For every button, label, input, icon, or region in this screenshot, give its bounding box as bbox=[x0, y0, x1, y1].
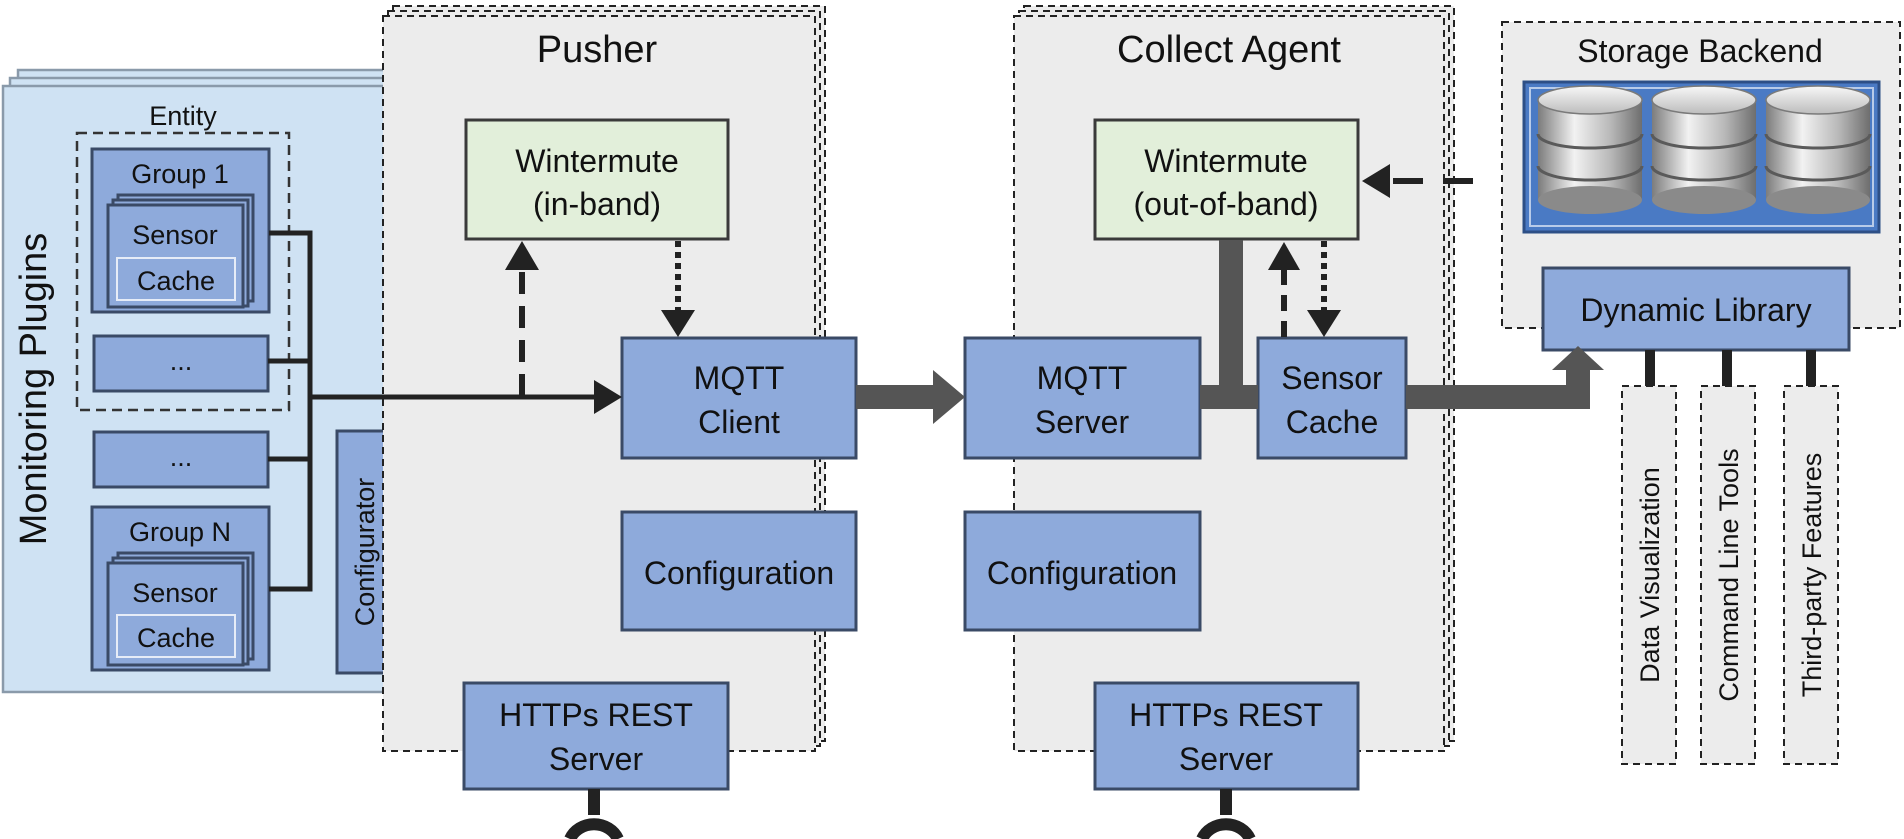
pusher-rest-socket-icon bbox=[564, 789, 624, 839]
collect-rest-line1: HTTPs REST bbox=[1129, 697, 1323, 733]
arrow-bus-to-wintermute-in-band bbox=[505, 241, 539, 396]
dynamic-library-label: Dynamic Library bbox=[1580, 292, 1811, 328]
consumer-connectors bbox=[1645, 350, 1816, 386]
plugins-ellipsis-text: ... bbox=[170, 442, 193, 472]
wintermute-in-band-box bbox=[464, 118, 730, 241]
database-icon-3 bbox=[1764, 85, 1872, 214]
database-icon-2 bbox=[1650, 85, 1758, 214]
collect-sensor-cache-box bbox=[1256, 336, 1408, 460]
pusher-rest-line1: HTTPs REST bbox=[499, 697, 693, 733]
collect-rest-line2: Server bbox=[1179, 741, 1274, 777]
mqtt-client-box bbox=[620, 336, 858, 460]
storage-backend-title: Storage Backend bbox=[1577, 33, 1823, 69]
collect-agent-panel: Collect Agent Wintermute (out-of-band) M… bbox=[963, 5, 1455, 839]
consumer-data-visualization-box bbox=[1621, 385, 1677, 765]
consumer-data-visualization-label: Data Visualization bbox=[1635, 467, 1665, 683]
mqtt-server-box bbox=[963, 336, 1202, 460]
arrow-storage-to-wintermute-out-of-band bbox=[1362, 164, 1473, 198]
mqtt-client-line2: Client bbox=[698, 404, 780, 440]
mqtt-client-line1: MQTT bbox=[694, 360, 785, 396]
plugins-ellipsis-box bbox=[92, 430, 270, 489]
configurator-label: Configurator bbox=[350, 478, 380, 627]
wintermute-out-of-band-line2: (out-of-band) bbox=[1134, 186, 1319, 222]
collect-rest-socket-icon bbox=[1196, 789, 1256, 839]
group-n-cache-label: Cache bbox=[137, 623, 215, 653]
monitoring-plugins-panel: Monitoring Plugins Entity Group 1 Sensor… bbox=[1, 68, 438, 694]
pusher-configuration-box bbox=[620, 510, 858, 632]
pusher-rest-line2: Server bbox=[549, 741, 644, 777]
thick-connector-mqtt-server-to-wintermute bbox=[1200, 240, 1258, 409]
storage-backend-panel: Storage Backend Dynamic Library bbox=[1501, 21, 1901, 765]
database-icon-1 bbox=[1536, 85, 1644, 214]
group-1-cache-label: Cache bbox=[137, 266, 215, 296]
collect-rest-server-box bbox=[1093, 681, 1360, 791]
monitoring-plugins-title: Monitoring Plugins bbox=[13, 233, 55, 546]
arrow-wintermute-out-of-band-to-sensor-cache bbox=[1307, 241, 1341, 337]
arrow-wintermute-in-band-to-mqtt-client bbox=[661, 241, 695, 337]
wintermute-in-band-line2: (in-band) bbox=[533, 186, 661, 222]
entity-ellipsis-text: ... bbox=[170, 346, 193, 376]
collect-sensor-cache-line1: Sensor bbox=[1281, 360, 1383, 396]
arrow-plugins-to-mqtt-client bbox=[310, 380, 622, 414]
wintermute-out-of-band-box bbox=[1093, 118, 1360, 241]
dynamic-library-box bbox=[1541, 266, 1851, 352]
consumer-command-line-tools-box bbox=[1700, 385, 1756, 765]
collect-sensor-cache-line2: Cache bbox=[1286, 404, 1379, 440]
consumer-third-party-features-label: Third-party Features bbox=[1797, 453, 1827, 698]
collect-agent-title: Collect Agent bbox=[1117, 29, 1341, 71]
plugins-bus-lines bbox=[268, 230, 313, 592]
entity-box bbox=[75, 131, 291, 412]
consumer-command-line-tools-label: Command Line Tools bbox=[1714, 448, 1744, 701]
group-n-sensor-label: Sensor bbox=[132, 578, 218, 608]
pusher-rest-server-box bbox=[462, 681, 730, 791]
entity-label: Entity bbox=[149, 101, 217, 131]
entity-ellipsis-box bbox=[92, 334, 270, 393]
arrow-mqtt-client-to-mqtt-server bbox=[856, 370, 965, 424]
collect-configuration-label: Configuration bbox=[987, 555, 1177, 591]
group-1-sensor-label: Sensor bbox=[132, 220, 218, 250]
pusher-configuration-label: Configuration bbox=[644, 555, 834, 591]
pusher-title: Pusher bbox=[537, 29, 658, 71]
collect-configuration-box bbox=[963, 510, 1202, 632]
wintermute-out-of-band-line1: Wintermute bbox=[1144, 143, 1308, 179]
group-1-label: Group 1 bbox=[131, 159, 229, 189]
group-n-label: Group N bbox=[129, 517, 231, 547]
wintermute-in-band-line1: Wintermute bbox=[515, 143, 679, 179]
pusher-panel: Pusher Wintermute (in-band) MQTT Client … bbox=[382, 5, 858, 839]
arrow-sensor-cache-to-wintermute-out-of-band bbox=[1268, 242, 1300, 337]
mqtt-server-line2: Server bbox=[1035, 404, 1130, 440]
mqtt-server-line1: MQTT bbox=[1037, 360, 1128, 396]
consumer-third-party-features-box bbox=[1783, 385, 1839, 765]
arrow-sensor-cache-to-dynamic-library bbox=[1406, 346, 1604, 409]
